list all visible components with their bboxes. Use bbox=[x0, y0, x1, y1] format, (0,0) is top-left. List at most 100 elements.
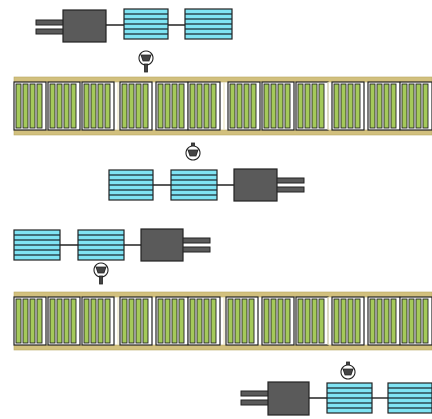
crane-icon bbox=[340, 361, 356, 380]
rack-slat-group bbox=[399, 296, 432, 346]
rack-slat bbox=[196, 83, 203, 129]
rack-slat bbox=[203, 298, 210, 344]
rack-slat-group bbox=[155, 296, 189, 346]
rack-slat-group bbox=[155, 81, 189, 131]
rack-slat bbox=[369, 298, 376, 344]
rack-slat bbox=[142, 83, 149, 129]
rack-slat bbox=[164, 298, 171, 344]
rack-slat bbox=[354, 83, 361, 129]
rack-slat bbox=[97, 298, 104, 344]
rack-slat bbox=[70, 298, 77, 344]
rack-slat bbox=[63, 83, 70, 129]
crane-icon bbox=[185, 142, 201, 161]
rack-slat-group bbox=[331, 81, 365, 131]
rack-slat-group bbox=[227, 81, 261, 131]
car-icon bbox=[184, 8, 233, 40]
rack-slat bbox=[189, 83, 196, 129]
rack-slat bbox=[22, 298, 29, 344]
rack-slat bbox=[390, 83, 397, 129]
rack-row-lower bbox=[13, 291, 432, 351]
rack-slat-group bbox=[187, 296, 221, 346]
rack-slat bbox=[369, 83, 376, 129]
rack-slat bbox=[157, 83, 164, 129]
rack-slat bbox=[304, 83, 311, 129]
rack-slat bbox=[164, 83, 171, 129]
rack-slat bbox=[178, 298, 185, 344]
crane-icon bbox=[93, 262, 109, 285]
rack-slat bbox=[415, 298, 422, 344]
rack-slat-group bbox=[399, 81, 432, 131]
rack-slat bbox=[318, 298, 325, 344]
rack-slat bbox=[408, 298, 415, 344]
rack-slat bbox=[390, 298, 397, 344]
rack-slat bbox=[104, 83, 111, 129]
rack-slat bbox=[97, 83, 104, 129]
rack-slat bbox=[401, 83, 408, 129]
rack-slat bbox=[241, 298, 248, 344]
rack-slat bbox=[135, 83, 142, 129]
rack-slat bbox=[376, 83, 383, 129]
engine-icon bbox=[140, 228, 211, 262]
rack-slat-group bbox=[13, 296, 47, 346]
rack-slat bbox=[236, 83, 243, 129]
car-icon bbox=[77, 229, 125, 261]
rack-slat bbox=[270, 298, 277, 344]
rack-slat bbox=[304, 298, 311, 344]
engine-icon bbox=[240, 381, 310, 416]
rack-slat bbox=[171, 83, 178, 129]
rack-slat bbox=[263, 83, 270, 129]
rack-slat bbox=[49, 83, 56, 129]
train-bottom-right bbox=[240, 381, 432, 416]
rack-slat bbox=[243, 83, 250, 129]
car-icon bbox=[13, 229, 61, 261]
rack-slat bbox=[210, 298, 217, 344]
rack-slat bbox=[422, 298, 429, 344]
train-upper-left bbox=[13, 228, 211, 262]
rack-slat-group bbox=[261, 81, 295, 131]
rack-slat-group bbox=[119, 296, 153, 346]
rack-slat-group bbox=[367, 81, 401, 131]
rack-slat bbox=[227, 298, 234, 344]
car-icon bbox=[326, 382, 373, 414]
rack-slat-group bbox=[331, 296, 365, 346]
rack-slat bbox=[277, 298, 284, 344]
rack-slat bbox=[422, 83, 429, 129]
rack-slat-group bbox=[225, 296, 259, 346]
rack-slat bbox=[36, 83, 43, 129]
rack-slat bbox=[15, 298, 22, 344]
rack-slat bbox=[270, 83, 277, 129]
rack-slat bbox=[354, 298, 361, 344]
rack-slat bbox=[90, 83, 97, 129]
rack-slat-group bbox=[119, 81, 153, 131]
car-icon bbox=[123, 8, 169, 40]
rack-slat bbox=[333, 298, 340, 344]
rack-slat-group bbox=[261, 296, 295, 346]
rack-slat bbox=[340, 298, 347, 344]
rack-slat bbox=[104, 298, 111, 344]
rack-slat bbox=[401, 298, 408, 344]
rack-slat bbox=[284, 298, 291, 344]
crane-icon bbox=[138, 50, 154, 73]
rack-slat bbox=[347, 83, 354, 129]
engine-icon bbox=[233, 168, 305, 202]
rack-slat bbox=[83, 83, 90, 129]
rack-slat bbox=[415, 83, 422, 129]
rack-slat-group bbox=[295, 296, 329, 346]
car-icon bbox=[387, 382, 432, 414]
rack-slat bbox=[234, 298, 241, 344]
rack-slat-group bbox=[187, 81, 221, 131]
rack-slat bbox=[250, 83, 257, 129]
rack-slat bbox=[318, 83, 325, 129]
rack-slat bbox=[311, 298, 318, 344]
rack-slat bbox=[383, 298, 390, 344]
rack-slat bbox=[157, 298, 164, 344]
rack-slat bbox=[56, 298, 63, 344]
rack-slat bbox=[248, 298, 255, 344]
rack-slat bbox=[121, 83, 128, 129]
rack-slat-group bbox=[47, 296, 81, 346]
rack-row-upper bbox=[13, 76, 432, 136]
rack-slat bbox=[340, 83, 347, 129]
rack-slat bbox=[29, 83, 36, 129]
rack-slat bbox=[56, 83, 63, 129]
